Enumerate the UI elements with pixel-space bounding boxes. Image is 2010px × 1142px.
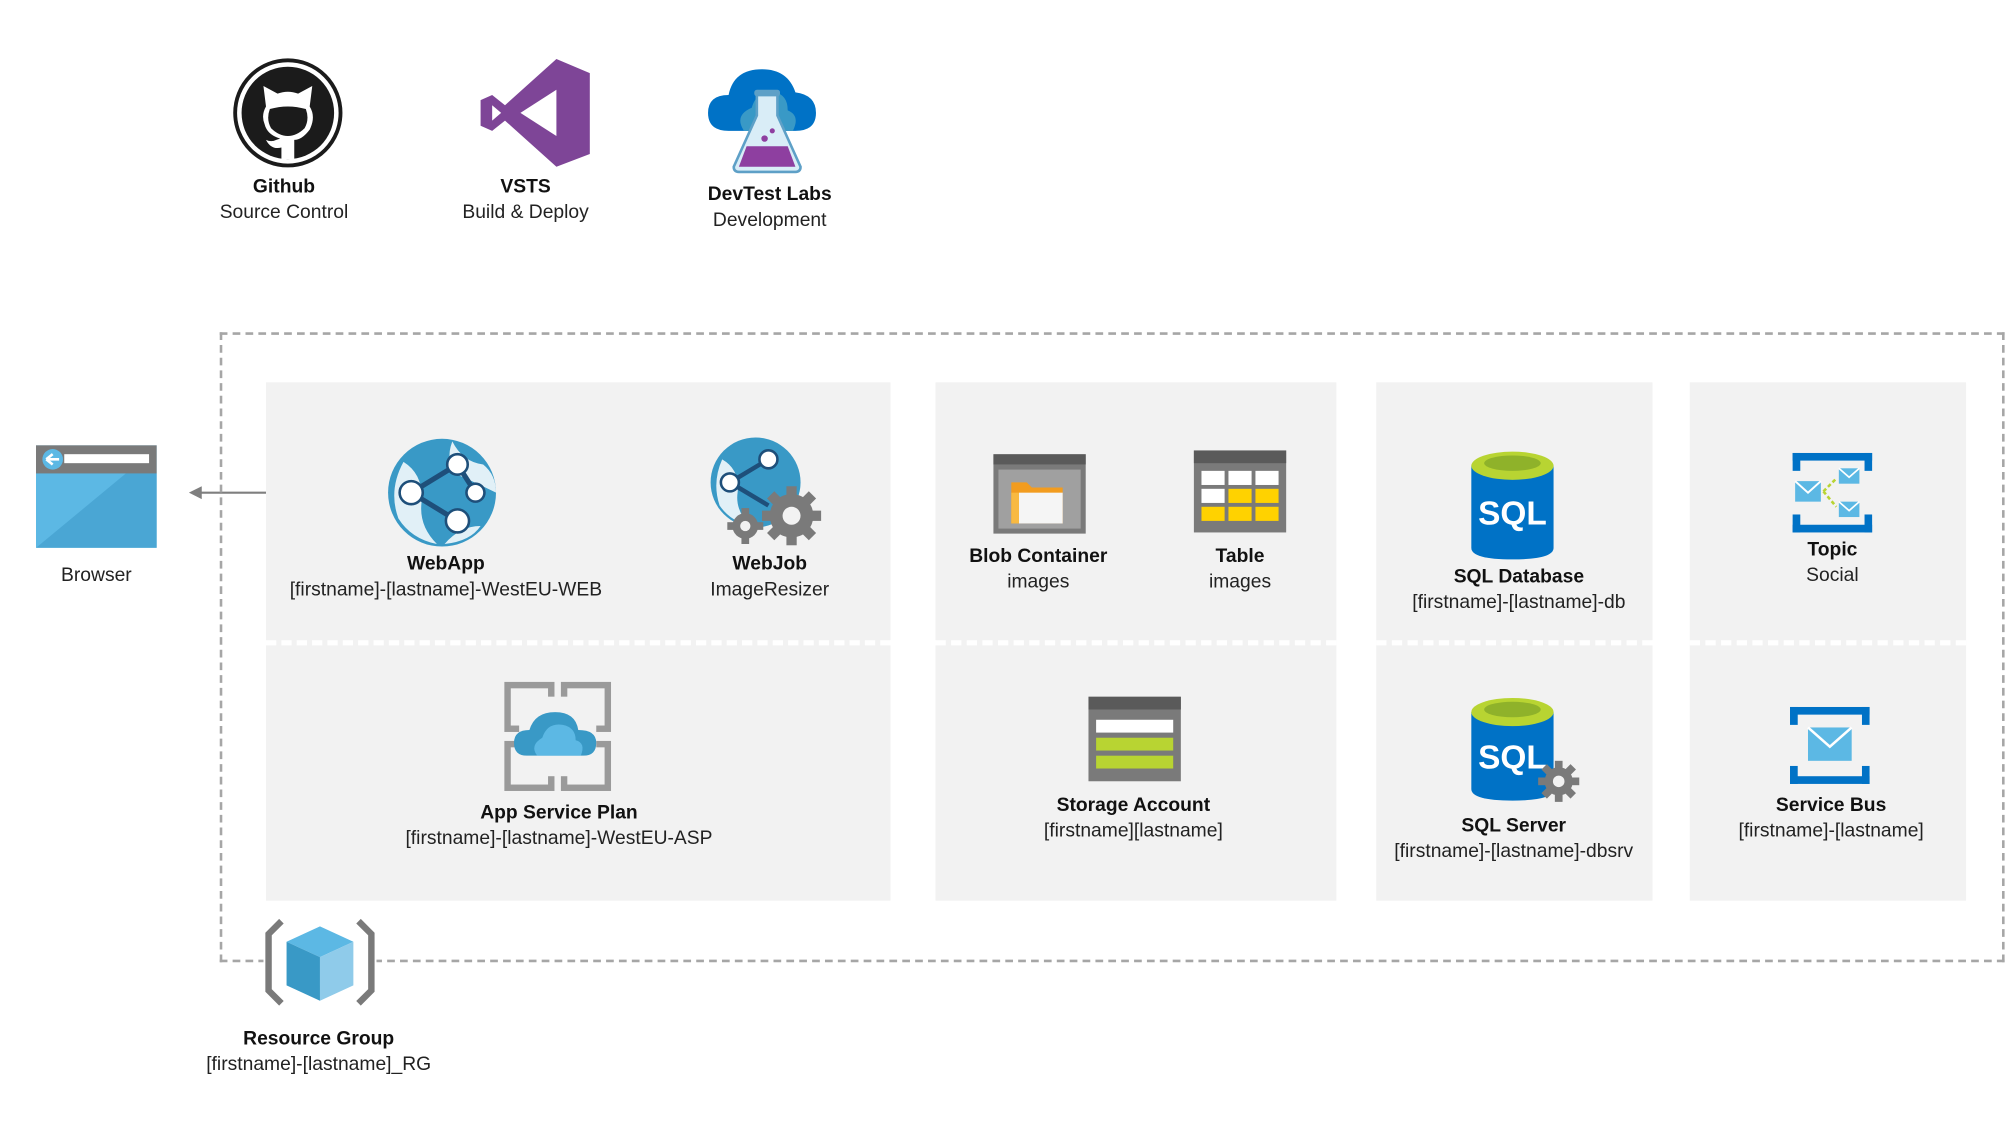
web-panel-divider [265, 640, 891, 646]
sql-server-title: SQL Server [1461, 814, 1567, 837]
app-service-plan-title: App Service Plan [480, 801, 638, 824]
table-subtitle: images [1208, 570, 1272, 593]
storage-account-title: Storage Account [1056, 794, 1211, 816]
github-title: Github [252, 175, 316, 198]
service-bus-subtitle: [firstname]-[lastname] [1738, 819, 1924, 842]
table-title: Table [1215, 545, 1265, 568]
devtest-labs-icon [705, 64, 818, 174]
webjob-icon [709, 436, 822, 549]
browser-icon [35, 445, 157, 548]
webjob-subtitle: ImageResizer [710, 578, 830, 601]
github-icon [233, 58, 344, 168]
webapp-title: WebApp [406, 552, 485, 575]
storage-panel-divider [935, 640, 1337, 646]
table-storage-icon [1193, 450, 1287, 533]
webjob-title: WebJob [732, 552, 808, 575]
app-service-plan-subtitle: [firstname]-[lastname]-WestEU-ASP [405, 827, 713, 850]
app-service-plan-icon [504, 681, 617, 794]
blob-container-title: Blob Container [969, 545, 1108, 568]
resource-group-subtitle: [firstname]-[lastname]_RG [206, 1053, 432, 1076]
sql-database-subtitle: [firstname]-[lastname]-db [1412, 591, 1626, 614]
sql-database-icon: SQL [1469, 450, 1556, 560]
storage-account-icon [1088, 696, 1181, 782]
devtest-labs-subtitle: Development [712, 209, 827, 231]
topic-title: Topic [1807, 538, 1858, 561]
messaging-panel-divider [1689, 640, 1967, 646]
devtest-labs-title: DevTest Labs [707, 183, 832, 206]
service-bus-icon [1790, 706, 1870, 787]
topic-subtitle: Social [1806, 564, 1859, 587]
blob-container-icon [993, 454, 1086, 534]
sql-server-icon-text: SQL [1478, 740, 1547, 777]
vsts-title: VSTS [500, 175, 551, 198]
storage-account-subtitle: [firstname][lastname] [1043, 819, 1223, 842]
sql-database-icon-text: SQL [1478, 496, 1547, 533]
browser-label: Browser [61, 564, 132, 587]
sql-panel-divider [1376, 640, 1653, 646]
topic-icon [1792, 452, 1873, 533]
sql-server-icon: SQL [1469, 697, 1585, 805]
resource-group-title: Resource Group [243, 1027, 395, 1050]
blob-container-subtitle: images [1007, 570, 1070, 593]
github-subtitle: Source Control [219, 201, 349, 224]
sql-database-title: SQL Database [1453, 565, 1585, 588]
vsts-icon [479, 56, 592, 169]
webapp-subtitle: [firstname]-[lastname]-WestEU-WEB [289, 578, 603, 601]
webapp-icon [386, 436, 499, 549]
sql-server-subtitle: [firstname]-[lastname]-dbsrv [1394, 840, 1634, 863]
vsts-subtitle: Build & Deploy [462, 201, 589, 224]
resource-group-boundary [219, 332, 2005, 963]
resource-group-icon [263, 916, 377, 1009]
service-bus-title: Service Bus [1775, 794, 1887, 816]
